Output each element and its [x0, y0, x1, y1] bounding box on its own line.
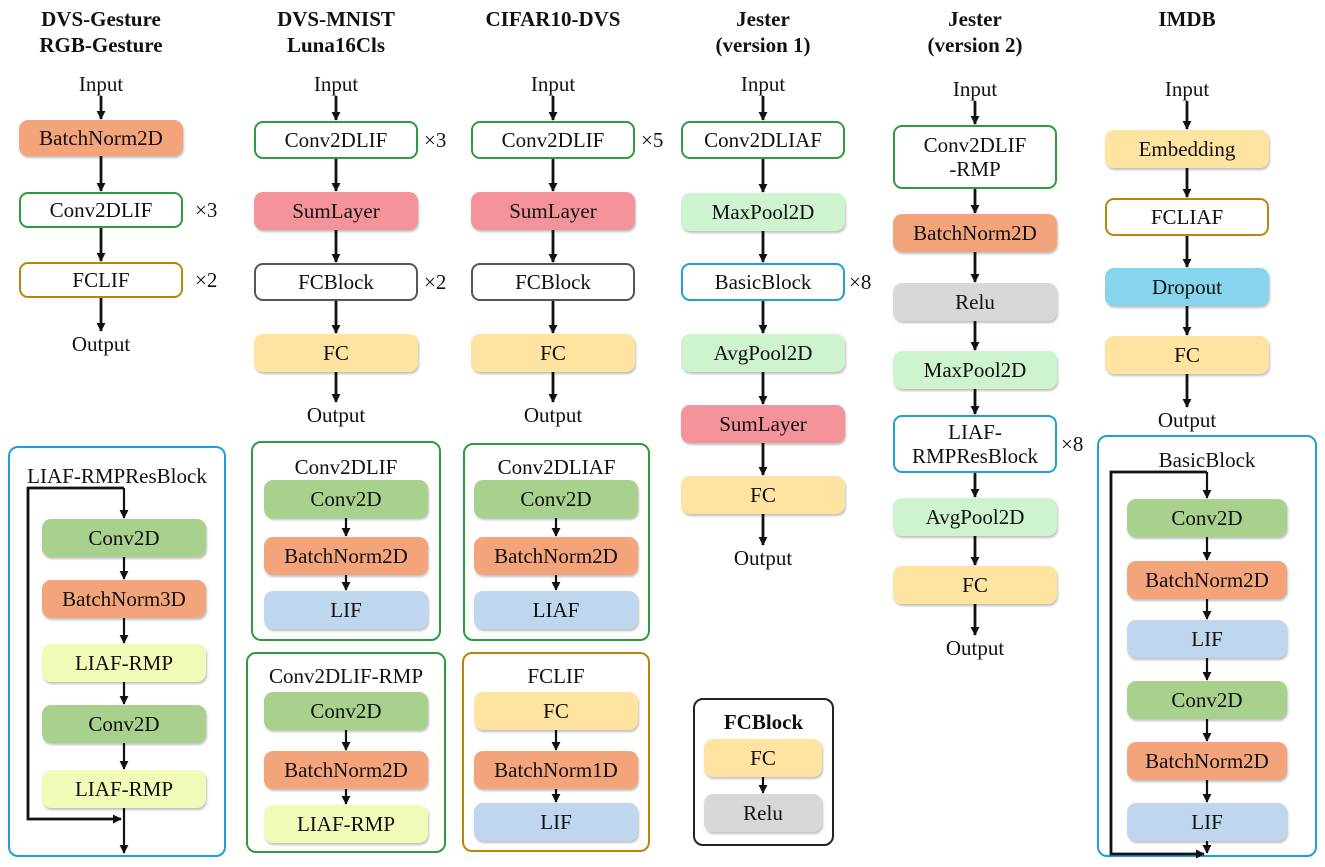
layer-block: LIF	[474, 803, 638, 841]
input-label: Input	[952, 77, 998, 101]
layer-block: LIAF	[474, 591, 638, 629]
layer-block: SumLayer	[681, 405, 845, 443]
output-label: Output	[71, 332, 131, 356]
repeat-count: ×3	[195, 198, 218, 222]
layer-block: AvgPool2D	[893, 498, 1057, 536]
input-label: Input	[1164, 77, 1210, 101]
layer-block: BatchNorm3D	[42, 580, 206, 618]
layer-block: FC	[254, 334, 418, 372]
layer-block: Embedding	[1105, 130, 1269, 168]
column-title: DVS-Gesture RGB-Gesture	[39, 7, 163, 57]
output-label: Output	[523, 403, 583, 427]
panel-title: Conv2DLIF-RMP	[268, 664, 424, 688]
skip-connection	[1109, 470, 1207, 859]
layer-block: Conv2D	[264, 692, 428, 730]
column-title: Jester (version 2)	[927, 7, 1023, 57]
layer-block: LIF	[264, 591, 428, 629]
layer-block: Dropout	[1105, 268, 1269, 306]
layer-block: LIAF-RMP	[42, 770, 206, 808]
layer-block: MaxPool2D	[893, 351, 1057, 389]
layer-block: Relu	[893, 283, 1057, 321]
input-label: Input	[740, 72, 786, 96]
column-title: IMDB	[1158, 7, 1216, 31]
skip-connection	[26, 486, 124, 824]
layer-block: FCLIAF	[1105, 198, 1269, 236]
layer-block: Conv2D	[1127, 499, 1287, 537]
layer-block: BatchNorm2D	[474, 537, 638, 575]
layer-block: Conv2D	[42, 519, 206, 557]
layer-block: BatchNorm2D	[264, 751, 428, 789]
layer-block: Conv2DLIF	[254, 121, 418, 159]
layer-block: BatchNorm2D	[264, 537, 428, 575]
layer-block: LIF	[1127, 620, 1287, 658]
layer-block: SumLayer	[471, 192, 635, 230]
output-label: Output	[733, 546, 793, 570]
layer-block: Conv2DLIF	[19, 192, 183, 228]
column-title: CIFAR10-DVS	[485, 7, 621, 31]
layer-block: FC	[474, 692, 638, 730]
layer-block: LIF	[1127, 803, 1287, 841]
layer-block: Conv2D	[42, 705, 206, 743]
layer-block: FC	[893, 566, 1057, 604]
column-title: Jester (version 1)	[715, 7, 811, 57]
output-label: Output	[1157, 408, 1217, 432]
layer-block: BatchNorm1D	[474, 751, 638, 789]
layer-block: FCLIF	[19, 262, 183, 298]
layer-block: Conv2DLIF	[471, 121, 635, 159]
layer-block: BatchNorm2D	[1127, 742, 1287, 780]
layer-block: FC	[704, 739, 822, 777]
layer-block: FC	[471, 334, 635, 372]
layer-block: Conv2D	[1127, 681, 1287, 719]
layer-block: LIAF- RMPResBlock	[893, 415, 1057, 473]
layer-block: LIAF-RMP	[42, 644, 206, 682]
layer-block: BatchNorm2D	[893, 214, 1057, 252]
column-title: DVS-MNIST Luna16Cls	[277, 7, 395, 57]
layer-block: FC	[681, 476, 845, 514]
repeat-count: ×2	[424, 270, 447, 294]
layer-block: Conv2DLIF -RMP	[893, 125, 1057, 189]
panel-title: Conv2DLIF	[294, 455, 398, 479]
output-label: Output	[306, 403, 366, 427]
layer-block: Conv2D	[264, 480, 428, 518]
input-label: Input	[313, 72, 359, 96]
layer-block: FCBlock	[471, 263, 635, 301]
layer-block: FC	[1105, 336, 1269, 374]
input-label: Input	[78, 72, 124, 96]
repeat-count: ×8	[1061, 432, 1084, 456]
panel-title: FCBlock	[723, 710, 804, 734]
repeat-count: ×5	[641, 128, 664, 152]
input-label: Input	[530, 72, 576, 96]
repeat-count: ×8	[849, 270, 872, 294]
layer-block: AvgPool2D	[681, 334, 845, 372]
repeat-count: ×2	[195, 268, 218, 292]
layer-block: BasicBlock	[681, 263, 845, 301]
repeat-count: ×3	[424, 128, 447, 152]
layer-block: SumLayer	[254, 192, 418, 230]
layer-block: Conv2D	[474, 480, 638, 518]
layer-block: BatchNorm2D	[19, 120, 183, 156]
layer-block: MaxPool2D	[681, 193, 845, 231]
panel-title: BasicBlock	[1158, 448, 1256, 472]
layer-block: Conv2DLIAF	[681, 121, 845, 159]
panel-title: Conv2DLIAF	[497, 455, 616, 479]
layer-block: LIAF-RMP	[264, 805, 428, 843]
layer-block: FCBlock	[254, 263, 418, 301]
panel-title: FCLIF	[527, 664, 585, 688]
output-label: Output	[945, 636, 1005, 660]
panel-title: LIAF-RMPResBlock	[27, 464, 207, 488]
layer-block: Relu	[704, 794, 822, 832]
layer-block: BatchNorm2D	[1127, 561, 1287, 599]
